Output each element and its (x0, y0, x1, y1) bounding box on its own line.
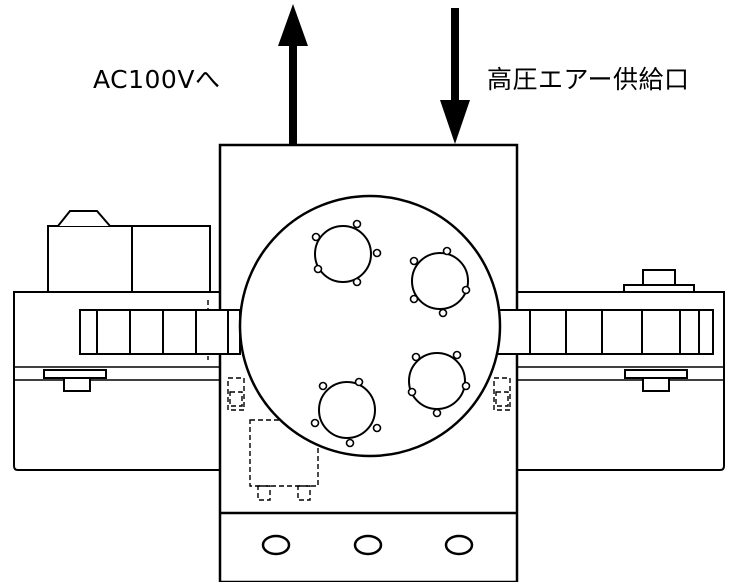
nest-4-pin-hole (345, 438, 355, 448)
nest-1-pin-hole (311, 232, 321, 242)
nest-1-pin-hole (313, 264, 323, 274)
nest-4-pin-hole (310, 418, 320, 428)
plate-hole-3 (444, 534, 474, 556)
belt-left (79, 309, 241, 355)
nest-1-pin-hole (372, 248, 382, 258)
nest-2-pin-hole (438, 308, 448, 318)
right-bolt (624, 369, 688, 392)
air-supply-label: 高圧エアー供給口 (487, 65, 690, 94)
nest-4-pin-hole (354, 377, 364, 387)
nest-3 (408, 352, 466, 410)
nest-2 (411, 252, 469, 310)
right-clamp (623, 269, 695, 293)
nest-1 (314, 225, 372, 283)
plate-hole-1 (261, 534, 291, 556)
nest-3-pin-hole (411, 352, 421, 362)
belt-right (496, 309, 714, 355)
nest-2-pin-hole (442, 246, 452, 256)
nest-1-pin-hole (352, 277, 362, 287)
plate-hole-2 (353, 534, 383, 556)
nest-2-pin-hole (409, 256, 419, 266)
right-frame (517, 291, 725, 471)
bottom-plate (220, 511, 517, 556)
nests (310, 219, 471, 448)
nest-1-pin-hole (352, 219, 362, 229)
nest-3-pin-hole (452, 350, 462, 360)
nest-2-pin-hole (461, 285, 471, 295)
nest-4 (318, 381, 376, 439)
arrow-up (278, 4, 308, 145)
left-frame (13, 291, 220, 471)
left-motor (47, 210, 211, 293)
nest-3-pin-hole (432, 408, 442, 418)
nest-2-pin-hole (409, 294, 419, 304)
nest-4-pin-hole (372, 423, 382, 433)
left-bolt (43, 369, 107, 392)
ac-power-label: AC100Vへ (93, 65, 221, 94)
nest-4-pin-hole (318, 381, 328, 391)
nest-3-pin-hole (407, 387, 417, 397)
nest-3-pin-hole (461, 381, 471, 391)
arrow-down (440, 8, 470, 144)
